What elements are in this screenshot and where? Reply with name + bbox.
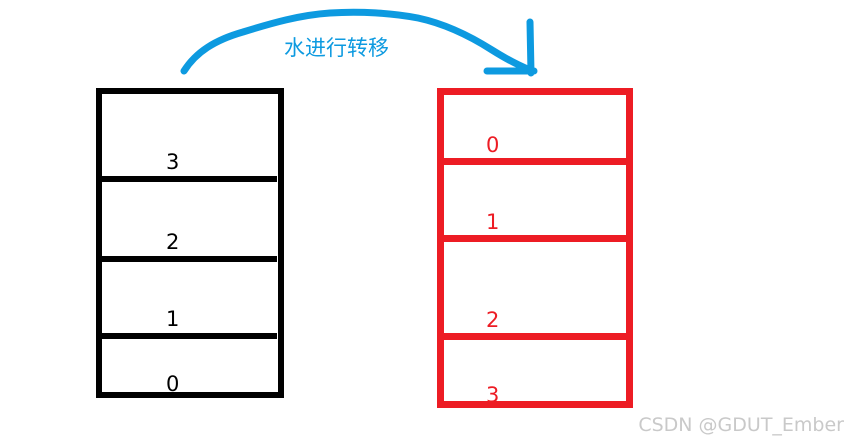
stack-cell: 3 [97,94,278,182]
stack-cell-divider [97,256,277,262]
arrow-caption-label: 水进行转移 [284,36,389,60]
stack-cell: 3 [444,340,626,415]
stack-cell-label: 3 [486,383,500,407]
stack-cell-divider [97,333,277,339]
stack-cell-label: 1 [486,210,500,234]
stack-cell-label: 2 [486,308,500,332]
stack-cell-label: 0 [166,372,180,396]
stack-cell-divider [439,235,627,242]
stack-cell-divider [439,333,627,340]
source-stack: 3 2 1 0 [96,88,284,398]
destination-stack: 0 1 2 3 [437,88,633,408]
stack-cell: 0 [102,339,278,404]
stack-cell-label: 3 [166,150,180,174]
stack-cell-label: 2 [166,230,180,254]
stack-cell-label: 0 [486,133,500,157]
stack-cell-divider [97,176,277,182]
watermark-text: CSDN @GDUT_Ember [638,414,844,436]
stack-cell: 2 [97,182,278,262]
stack-cell: 1 [439,165,627,242]
stack-cell-divider [439,158,627,165]
stack-cell: 0 [439,95,627,165]
stack-cell: 2 [439,242,627,340]
stack-cell-label: 1 [166,307,180,331]
stack-cell: 1 [97,262,278,339]
